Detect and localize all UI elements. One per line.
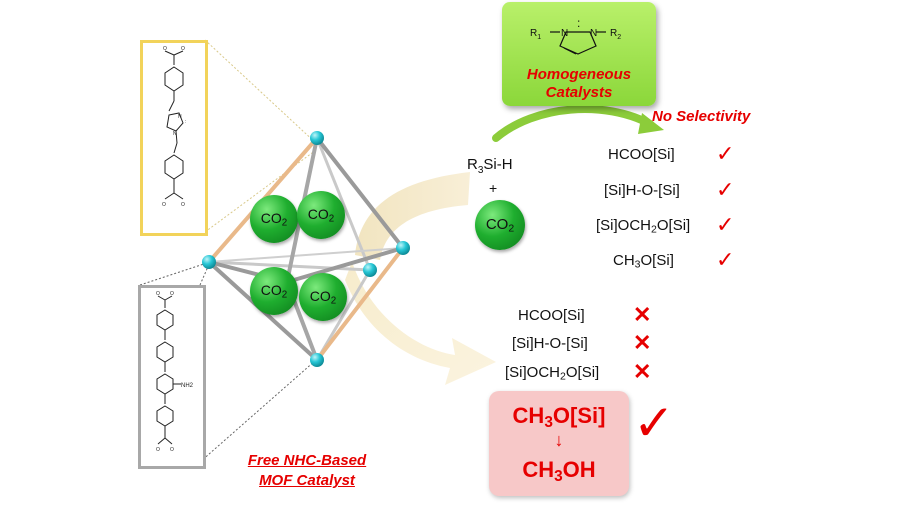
nhc-n2: N — [590, 28, 597, 39]
nhc-n1: N — [561, 28, 568, 39]
svg-text:O: O — [181, 46, 185, 52]
check-mark-icon: ✓ — [716, 247, 735, 272]
homog-product-siloxane: [Si]H-O-[Si] — [604, 182, 680, 199]
amine-label: NH2 — [181, 383, 194, 389]
svg-text::: : — [185, 119, 186, 125]
check-mark-icon: ✓ — [716, 141, 735, 166]
svg-text:O: O — [181, 202, 185, 208]
svg-text:O: O — [170, 447, 174, 453]
homog-product-acetal: [Si]OCH2O[Si] — [596, 217, 691, 236]
svg-text:O: O — [156, 291, 160, 297]
homog-product-hcoo: HCOO[Si] — [608, 146, 675, 163]
final-product-line1: CH3O[Si] — [512, 403, 606, 431]
cross-mark-icon: ✕ — [633, 302, 652, 327]
co2-sphere: CO2 — [250, 195, 298, 243]
homogeneous-title-line1: Homogeneous — [526, 66, 632, 83]
nhc-r2: R2 — [610, 28, 622, 41]
mof-product-siloxane: [Si]H-O-[Si] — [512, 335, 588, 352]
homogeneous-title-line2: Catalysts — [545, 84, 613, 101]
mof-product-hcoo: HCOO[Si] — [518, 307, 585, 324]
svg-text:O: O — [170, 291, 174, 297]
plus-sign: + — [489, 180, 498, 196]
co2-sphere: CO2 — [299, 273, 347, 321]
check-mark-icon: ✓ — [716, 212, 735, 237]
svg-text:N: N — [178, 114, 182, 120]
homogeneous-to-products-arrow — [492, 105, 654, 142]
silane-reactant: R3Si-H — [467, 156, 513, 176]
mof-caption: Free NHC-Based — [237, 452, 377, 469]
svg-text:O: O — [162, 202, 166, 208]
final-product-arrow: ↓ — [554, 430, 564, 450]
mof-product-acetal: [Si]OCH2O[Si] — [505, 364, 600, 383]
co2-label: CO2 — [307, 205, 335, 225]
cross-mark-icon: ✕ — [633, 330, 652, 355]
check-mark-icon: ✓ — [716, 177, 735, 202]
svg-text:O: O — [156, 447, 160, 453]
homog-product-methoxy: CH3O[Si] — [613, 252, 674, 271]
co2-sphere: CO2 — [297, 191, 345, 239]
final-product-line2: CH3OH — [522, 457, 596, 485]
cross-mark-icon: ✕ — [633, 359, 652, 384]
amine-linker-frame: O O O O NH2 — [138, 285, 206, 469]
amine-linker-structure: O O O O NH2 — [156, 291, 194, 453]
homogeneous-catalyst-box: : N N R1 R2 Homogeneous Catalysts — [502, 2, 656, 106]
final-product-box: CH3O[Si] ↓ CH3OH — [489, 391, 629, 496]
co2-label: CO2 — [260, 281, 288, 301]
nhc-linker-structure: O O N N : O O — [162, 46, 186, 208]
check-mark-icon: ✓ — [633, 395, 675, 451]
mof-caption-2: MOF Catalyst — [237, 472, 377, 489]
nhc-structure: : N N — [550, 16, 606, 55]
svg-text:N: N — [173, 131, 177, 137]
no-selectivity-label: No Selectivity — [652, 108, 751, 125]
co2-reactant-label: CO2 — [485, 215, 515, 235]
svg-text:O: O — [163, 46, 167, 52]
reactants-to-mof-products-arrow — [345, 262, 496, 385]
cage-to-reactants-swoosh — [355, 172, 470, 260]
mof-octahedral-cage — [202, 131, 410, 367]
co2-reactant-sphere: CO2 — [475, 200, 525, 250]
co2-sphere: CO2 — [250, 267, 298, 315]
svg-text::: : — [577, 16, 580, 30]
co2-label: CO2 — [309, 287, 337, 307]
nhc-linker-frame: O O N N : O O — [140, 40, 208, 236]
mof-caption-line1: Free NHC-Based — [247, 452, 367, 469]
co2-label: CO2 — [260, 209, 288, 229]
nhc-r1: R1 — [530, 28, 542, 41]
mof-caption-line2: MOF Catalyst — [259, 472, 355, 489]
